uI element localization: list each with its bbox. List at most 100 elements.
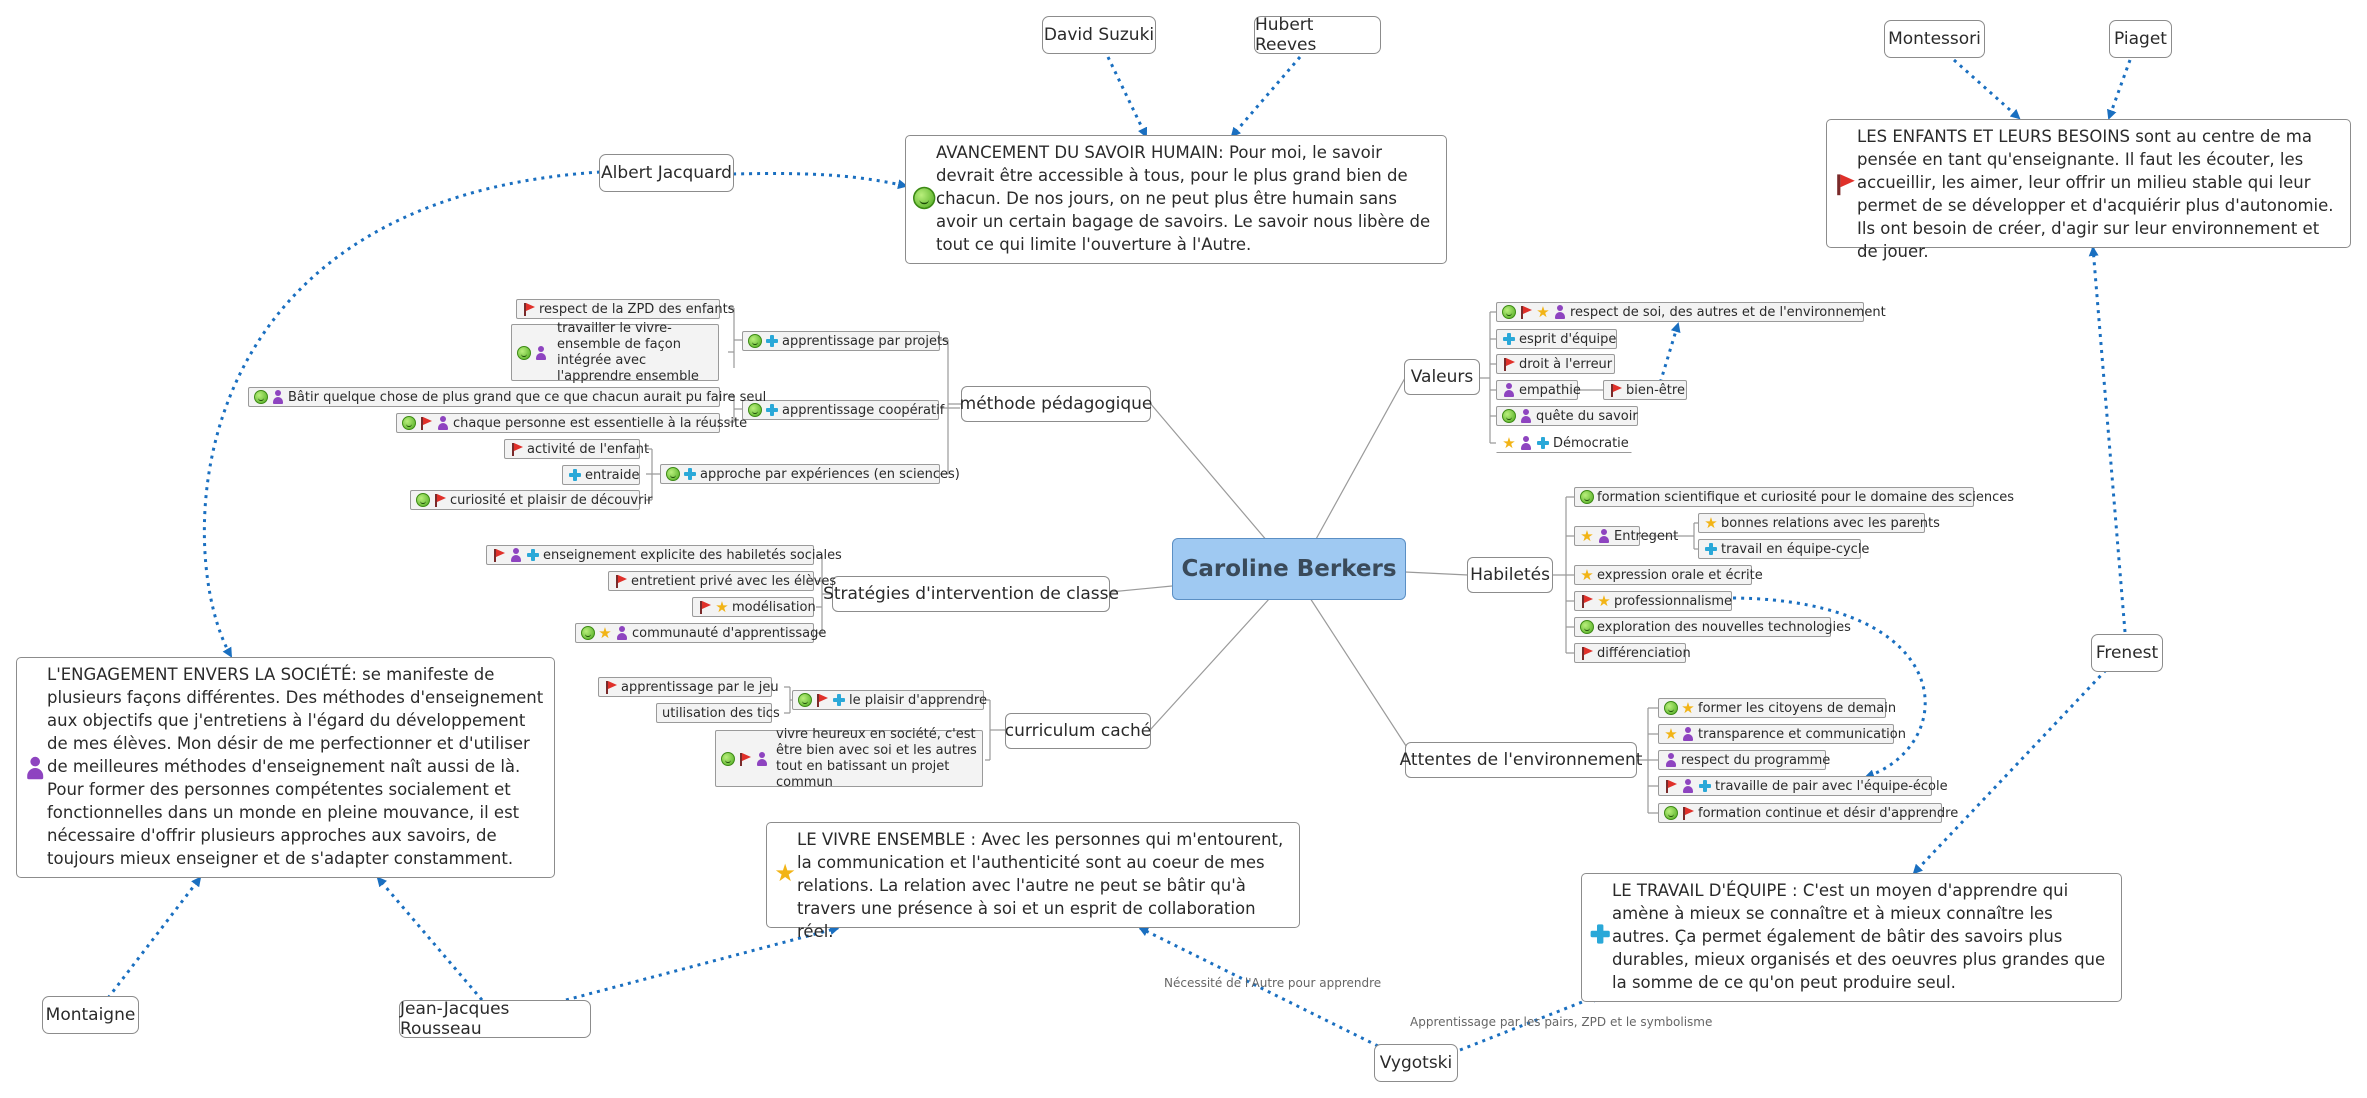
- plus-icon: [526, 548, 540, 562]
- subtopic-pair[interactable]: travaille de pair avec l'équipe-école: [1658, 776, 1948, 796]
- flag-icon: [614, 574, 628, 588]
- star-icon: ★: [1704, 514, 1718, 532]
- subtopic-cooperatif[interactable]: apprentissage coopératif: [742, 400, 944, 420]
- subtopic-programme[interactable]: respect du programme: [1658, 750, 1830, 770]
- person-icon: [1681, 727, 1695, 741]
- subtopic-explicite[interactable]: enseignement explicite des habiletés soc…: [486, 545, 842, 565]
- subtopic-respect[interactable]: ★respect de soi, des autres et de l'envi…: [1496, 302, 1886, 322]
- subtopic-entretient[interactable]: entretient privé avec les élèves: [608, 571, 836, 591]
- plus-icon: [1502, 332, 1516, 346]
- subtopic-formation-scientifique[interactable]: formation scientifique et curiosité pour…: [1574, 487, 2014, 507]
- smiley-icon: [666, 467, 680, 481]
- subtopic-entregent[interactable]: ★Entregent: [1574, 526, 1678, 546]
- plus-icon: [1536, 436, 1550, 450]
- ref-rousseau[interactable]: Jean-Jacques Rousseau: [399, 999, 591, 1039]
- note-vivre-ensemble[interactable]: ★ LE VIVRE ENSEMBLE : Avec les personnes…: [766, 822, 1300, 941]
- plus-icon: [1698, 779, 1712, 793]
- star-icon: ★: [715, 598, 729, 616]
- star-icon: ★: [1502, 434, 1516, 452]
- subtopic-technologies[interactable]: exploration des nouvelles technologies: [1574, 617, 1851, 637]
- smiley-icon: [1580, 490, 1594, 504]
- subtopic-activite[interactable]: activité de l'enfant: [504, 439, 649, 459]
- person-icon: [436, 416, 450, 430]
- note-engagement[interactable]: L'ENGAGEMENT ENVERS LA SOCIÉTÉ: se manif…: [16, 657, 555, 878]
- ref-vygotski[interactable]: Vygotski: [1374, 1044, 1458, 1082]
- subtopic-modelisation[interactable]: ★modélisation: [692, 597, 816, 617]
- smiley-icon: [254, 390, 268, 404]
- plus-icon: [1704, 542, 1718, 556]
- person-icon: [755, 751, 769, 766]
- person-icon: [509, 548, 523, 562]
- flag-icon: [1580, 594, 1594, 608]
- ref-piaget[interactable]: Piaget: [2109, 20, 2172, 58]
- subtopic-quete-savoir[interactable]: quête du savoir: [1496, 406, 1638, 426]
- smiley-icon: [1664, 806, 1678, 820]
- subtopic-citoyens[interactable]: ★former les citoyens de demain: [1658, 698, 1896, 718]
- flag-icon: [492, 548, 506, 562]
- subtopic-differenciation[interactable]: différenciation: [1574, 643, 1691, 663]
- subtopic-plaisir[interactable]: le plaisir d'apprendre: [792, 690, 987, 710]
- subtopic-parents[interactable]: ★bonnes relations avec les parents: [1698, 513, 1940, 533]
- ref-montaigne[interactable]: Montaigne: [42, 996, 139, 1034]
- subtopic-entraide[interactable]: entraide: [562, 465, 640, 485]
- smiley-icon: [581, 626, 595, 640]
- smiley-icon: [402, 416, 416, 430]
- person-icon: [1519, 436, 1533, 450]
- plus-icon: [568, 468, 582, 482]
- ref-albert-jacquard[interactable]: Albert Jacquard: [599, 154, 734, 192]
- star-icon: ★: [598, 624, 612, 642]
- flag-icon: [604, 680, 618, 694]
- flag-icon: [510, 442, 524, 456]
- star-icon: ★: [1597, 592, 1611, 610]
- subtopic-batir[interactable]: Bâtir quelque chose de plus grand que ce…: [248, 387, 766, 407]
- subtopic-vivre-ensemble[interactable]: travailler le vivre-ensemble de façon in…: [511, 321, 719, 384]
- central-topic[interactable]: Caroline Berkers: [1172, 538, 1406, 600]
- subtopic-communaute[interactable]: ★communauté d'apprentissage: [575, 623, 826, 643]
- subtopic-heureux[interactable]: vivre heureux en société, c'est être bie…: [715, 727, 983, 790]
- topic-curriculum-cache[interactable]: curriculum caché: [1005, 713, 1151, 749]
- subtopic-apprentissage-projets[interactable]: apprentissage par projets: [742, 331, 949, 351]
- flag-icon: [698, 600, 712, 614]
- link-label-pairs: Apprentissage par les pairs, ZPD et le s…: [1410, 1015, 1713, 1029]
- subtopic-zpd[interactable]: respect de la ZPD des enfants: [516, 299, 734, 319]
- note-enfants[interactable]: LES ENFANTS ET LEURS BESOINS sont au cen…: [1826, 119, 2351, 261]
- subtopic-tics[interactable]: utilisation des tics: [656, 703, 780, 723]
- subtopic-equipe-cycle[interactable]: travail en équipe-cycle: [1698, 539, 1869, 559]
- flag-icon: [1609, 383, 1623, 397]
- note-travail-equipe[interactable]: LE TRAVAIL D'ÉQUIPE : C'est un moyen d'a…: [1581, 873, 2122, 1002]
- subtopic-curiosite[interactable]: curiosité et plaisir de découvrir: [410, 490, 652, 510]
- ref-montessori[interactable]: Montessori: [1884, 20, 1985, 58]
- topic-attentes[interactable]: Attentes de l'environnement: [1400, 742, 1642, 778]
- star-icon: ★: [1536, 303, 1550, 321]
- subtopic-democratie[interactable]: ★Démocratie: [1496, 433, 1632, 453]
- topic-valeurs[interactable]: Valeurs: [1404, 359, 1480, 395]
- smiley-icon: [517, 345, 531, 360]
- subtopic-jeu[interactable]: apprentissage par le jeu: [598, 677, 779, 697]
- ref-frenest[interactable]: Frenest: [2091, 634, 2163, 672]
- ref-hubert-reeves[interactable]: Hubert Reeves: [1254, 15, 1381, 55]
- subtopic-experiences[interactable]: approche par expériences (en sciences): [660, 464, 960, 484]
- person-icon: [1519, 409, 1533, 423]
- topic-strategies[interactable]: Stratégies d'intervention de classe: [823, 576, 1119, 612]
- flag-icon: [738, 752, 752, 766]
- subtopic-bien-etre[interactable]: bien-être: [1603, 380, 1687, 400]
- flag-icon: [1502, 357, 1516, 371]
- smiley-icon: [798, 693, 812, 707]
- person-icon: [1681, 779, 1695, 793]
- topic-habiletes[interactable]: Habiletés: [1467, 557, 1553, 593]
- flag-icon: [1834, 173, 1856, 196]
- flag-icon: [419, 416, 433, 430]
- subtopic-esprit-equipe[interactable]: esprit d'équipe: [1496, 329, 1617, 349]
- subtopic-transparence[interactable]: ★transparence et communication: [1658, 724, 1906, 744]
- note-savoir[interactable]: AVANCEMENT DU SAVOIR HUMAIN: Pour moi, l…: [905, 135, 1447, 264]
- topic-methode-pedagogique[interactable]: méthode pédagogique: [960, 386, 1152, 422]
- plus-icon: [683, 467, 697, 481]
- ref-david-suzuki[interactable]: David Suzuki: [1042, 16, 1156, 54]
- subtopic-expression[interactable]: ★expression orale et écrite: [1574, 565, 1763, 585]
- smiley-icon: [416, 493, 430, 507]
- subtopic-chaque-personne[interactable]: chaque personne est essentielle à la réu…: [396, 413, 747, 433]
- subtopic-droit-erreur[interactable]: droit à l'erreur: [1496, 354, 1615, 374]
- subtopic-professionnalisme[interactable]: ★professionnalisme: [1574, 591, 1732, 611]
- subtopic-empathie[interactable]: empathie: [1496, 380, 1581, 400]
- subtopic-formation-continue[interactable]: formation continue et désir d'apprendre: [1658, 803, 1958, 823]
